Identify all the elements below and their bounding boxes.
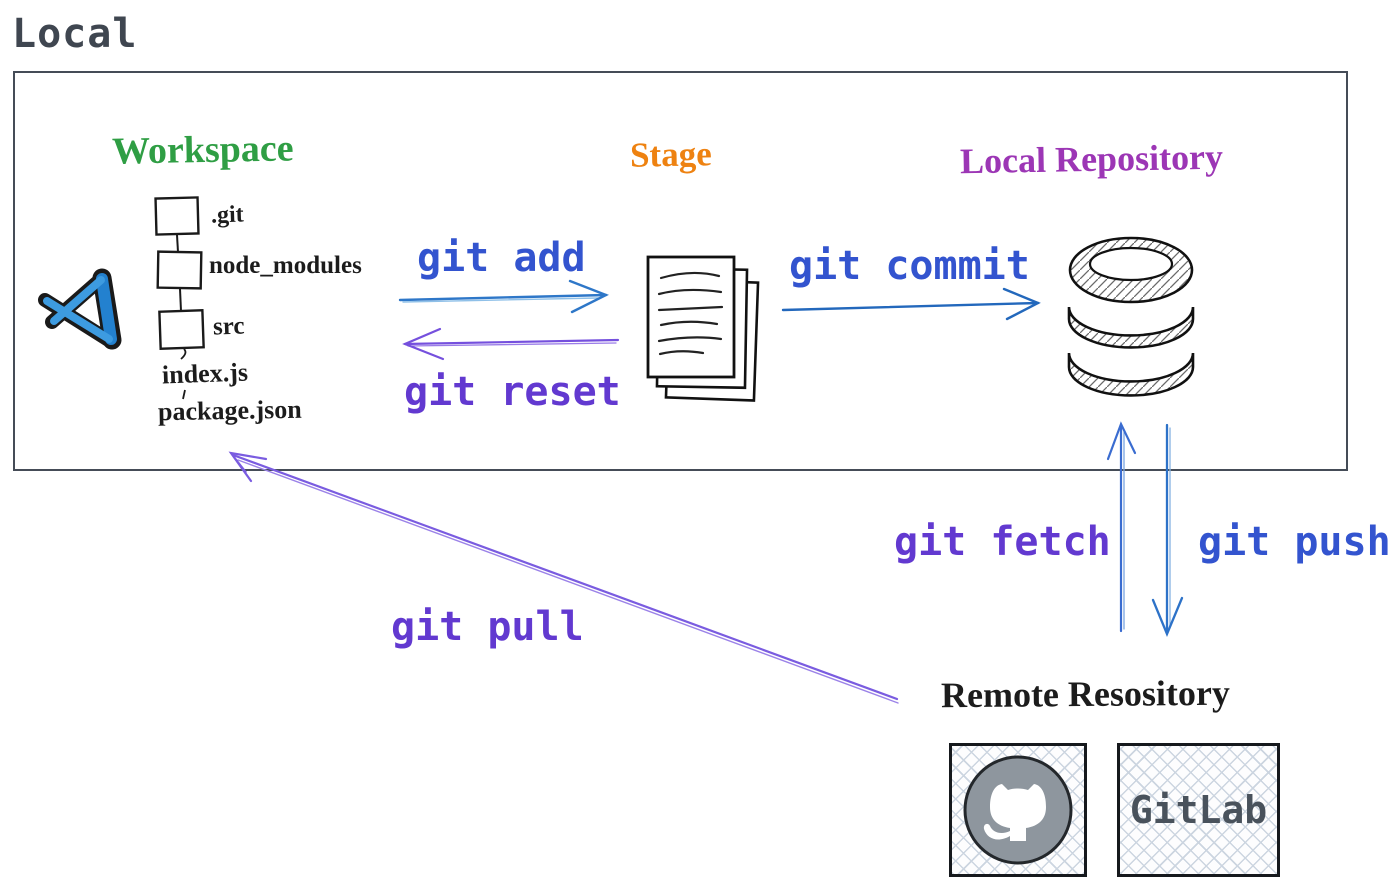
remote-repository-label: Remote Resository [940, 672, 1231, 716]
gitlab-label: GitLab [1129, 788, 1268, 832]
github-icon [963, 755, 1073, 865]
workspace-label: Workspace [111, 127, 294, 173]
git-commit-label: git commit [789, 243, 1030, 289]
git-pull-label: git pull [391, 604, 584, 650]
git-fetch-label: git fetch [894, 519, 1111, 565]
git-push-label: git push [1198, 519, 1391, 565]
file-label-package-json: package.json [157, 394, 302, 427]
local-repository-label: Local Repository [959, 136, 1224, 182]
git-reset-label: git reset [404, 369, 621, 415]
gitlab-box: GitLab [1117, 743, 1280, 877]
stage-label: Stage [629, 134, 712, 175]
git-pull-arrow [228, 451, 899, 704]
local-zone-title: Local [12, 11, 138, 57]
file-label-src: src [212, 312, 245, 341]
file-label-index-js: index.js [161, 357, 249, 390]
git-add-label: git add [417, 235, 586, 281]
github-box [949, 743, 1087, 877]
file-label-node-modules: node_modules [209, 252, 362, 279]
file-label-git: .git [210, 201, 245, 229]
